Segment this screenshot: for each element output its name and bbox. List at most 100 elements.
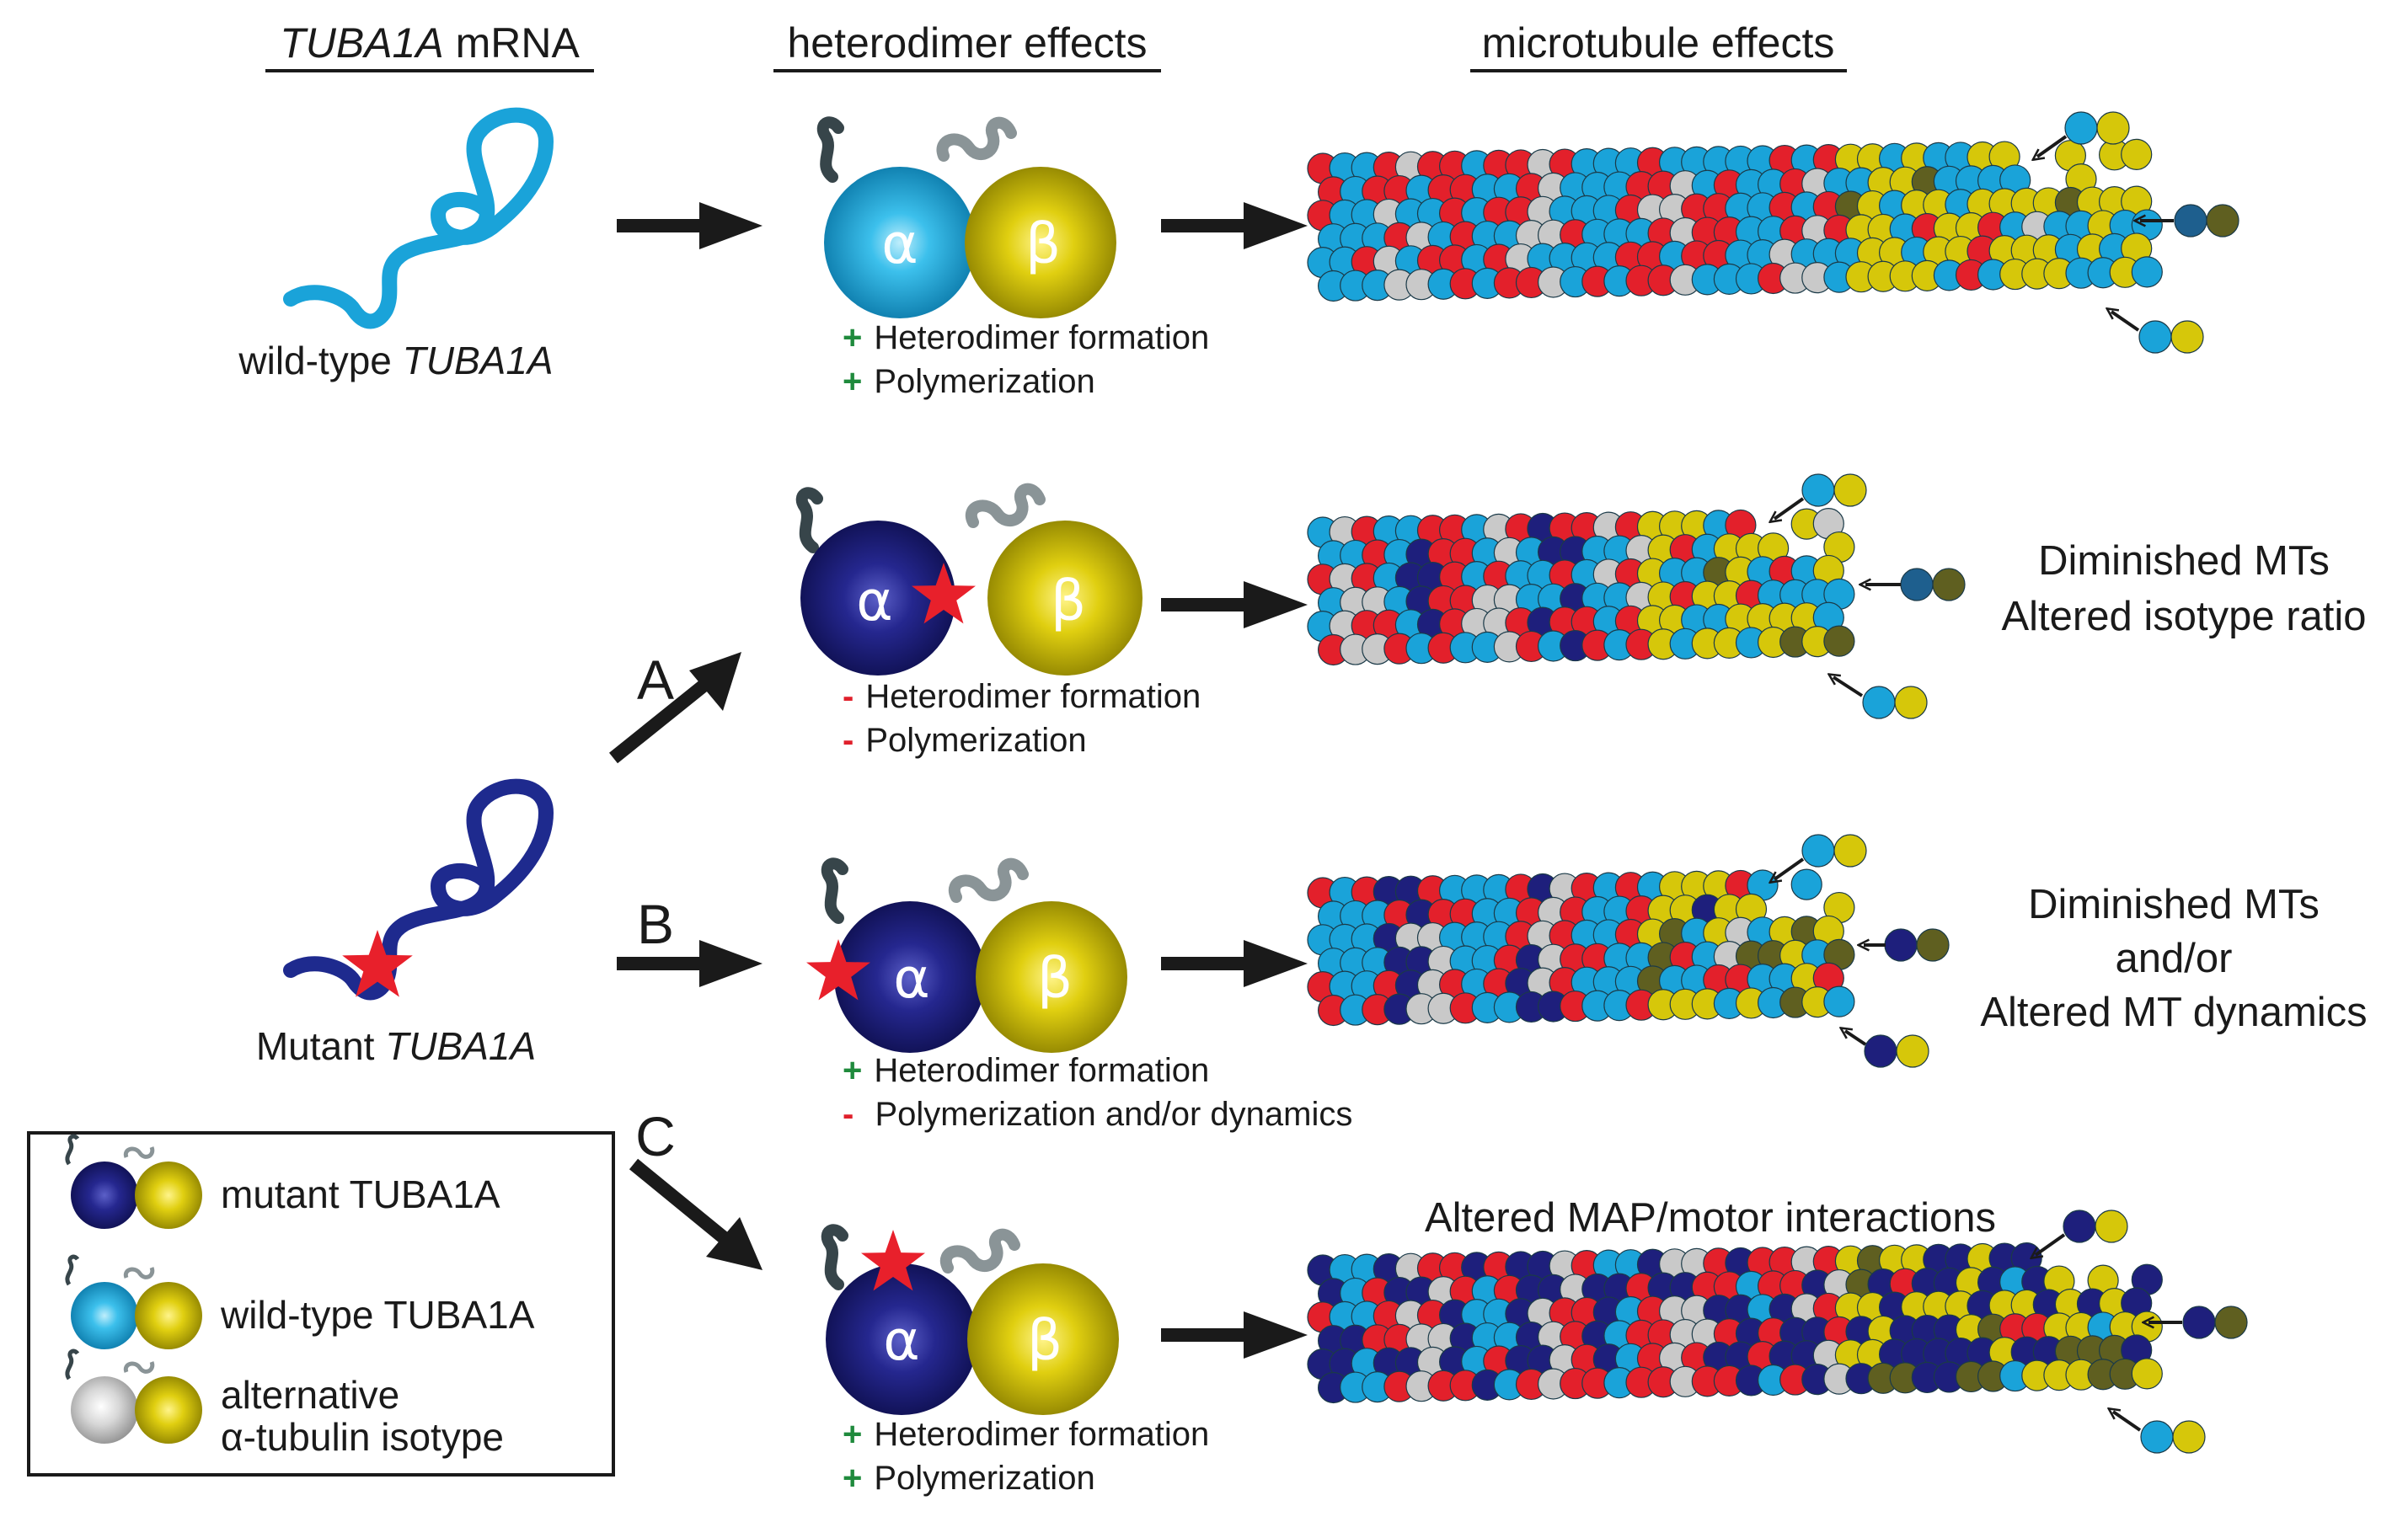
svg-text:- Polymerization and/or dynami: - Polymerization and/or dynamics (843, 1096, 1352, 1133)
svg-text:α: α (893, 946, 930, 1011)
wildtype-alpha-icon (71, 1282, 138, 1349)
column-headers: TUBA1A mRNA heterodimer effects microtub… (265, 19, 1847, 72)
svg-text:+Heterodimer formation: +Heterodimer formation (843, 319, 1209, 356)
incoming-beta (2170, 320, 2204, 354)
svg-text:α: α (883, 1308, 920, 1373)
incoming-alpha (1862, 686, 1896, 719)
beta-tubulin-icon (987, 521, 1142, 676)
beta-tubulin-icon (967, 1263, 1119, 1415)
beta-icon (135, 1282, 202, 1349)
mutant-alpha-tubulin-icon (826, 1263, 977, 1415)
wildtype-mrna-label: wild-type TUBA1A (238, 339, 553, 382)
alpha-tubulin-icon (824, 167, 976, 318)
svg-text:alternative: alternative (221, 1373, 399, 1417)
svg-text:+Heterodimer formation: +Heterodimer formation (843, 1052, 1209, 1089)
svg-text:and/or: and/or (2116, 936, 2233, 981)
plus-sign: + (843, 1416, 862, 1453)
svg-text:+Polymerization: +Polymerization (843, 363, 1095, 400)
pathway-b-label: B (637, 893, 674, 955)
effects-wt: +Heterodimer formation +Polymerization (843, 319, 1209, 400)
legend-mutant: mutant TUBA1A (65, 1134, 500, 1229)
svg-text:α-tubulin isotype: α-tubulin isotype (221, 1415, 504, 1459)
arrow-b-dimer-to-mt (1161, 940, 1308, 987)
mutation-star-icon (342, 930, 413, 997)
minus-sign: - (843, 1096, 854, 1133)
incoming-beta (1916, 928, 1950, 962)
heterodimer-header: heterodimer effects (787, 19, 1147, 67)
flow-arrows (608, 202, 1308, 1359)
incoming-arrow (1845, 1031, 1867, 1046)
mutant-mrna-icon (283, 778, 554, 1001)
mutant-alpha-icon (71, 1162, 138, 1229)
incoming-arrow (1774, 857, 1805, 879)
incoming-alpha (2174, 204, 2207, 238)
plus-sign: + (843, 1052, 862, 1089)
mutant-heterodimer-a: α β (795, 483, 1142, 676)
effects-b: +Heterodimer formation - Polymerization … (843, 1052, 1352, 1133)
pathway-c-label: C (635, 1105, 676, 1167)
arrow-wt-mrna-to-dimer (617, 202, 763, 249)
arrow-c-dimer-to-mt (1161, 1311, 1308, 1359)
svg-text:Diminished MTs: Diminished MTs (2028, 882, 2320, 927)
beta-icon (135, 1376, 202, 1444)
svg-text:+Heterodimer formation: +Heterodimer formation (843, 1416, 1209, 1453)
incoming-alpha (2140, 1420, 2174, 1454)
svg-text:Diminished MTs: Diminished MTs (2038, 538, 2330, 584)
legend-wildtype: wild-type TUBA1A (65, 1254, 535, 1349)
mutation-star-icon (806, 939, 870, 1001)
mutation-star-icon (861, 1230, 925, 1291)
effects-a: -Heterodimer formation -Polymerization (843, 678, 1201, 759)
incoming-arrow (1833, 677, 1864, 697)
svg-text:β: β (1027, 1308, 1062, 1373)
plus-sign: + (843, 363, 862, 400)
arrow-a-dimer-to-mt (1161, 581, 1308, 628)
incoming-beta (1833, 834, 1867, 868)
incoming-arrow (2037, 135, 2068, 157)
svg-text:β: β (1025, 211, 1061, 276)
tubulin-subunit (1823, 625, 1855, 657)
microtubule-pathway-a (1307, 508, 1855, 666)
plus-sign: + (843, 319, 862, 356)
svg-text:α: α (881, 211, 918, 276)
incoming-beta (1932, 568, 1966, 601)
microtubule-pathway-c (1307, 1242, 2163, 1404)
incoming-alpha (2064, 111, 2098, 145)
beta-tubulin-icon (976, 901, 1127, 1053)
beta-tubulin-icon (965, 167, 1116, 318)
results-a: Diminished MTs Altered isotype ratio (2001, 538, 2366, 639)
microtubule-wildtype (1307, 138, 2163, 302)
legend: mutant TUBA1A wild-type TUBA1A alternati… (27, 1131, 615, 1477)
mutation-star-icon (912, 563, 976, 624)
incoming-beta (2095, 1210, 2128, 1243)
incoming-beta (1896, 1034, 1929, 1068)
incoming-dimers (1774, 111, 2248, 1454)
mutant-alpha-tubulin-icon (800, 521, 955, 676)
incoming-beta (2206, 204, 2239, 238)
tubulin-subunit (1790, 868, 1822, 900)
tubulin-subunit (2131, 1358, 2163, 1390)
microtubule-header: microtubule effects (1482, 19, 1835, 67)
mutant-mrna-label: Mutant TUBA1A (256, 1024, 536, 1068)
tubulin-subunit (2131, 256, 2163, 288)
svg-text:wild-type TUBA1A: wild-type TUBA1A (220, 1293, 535, 1337)
incoming-alpha (1884, 928, 1918, 962)
svg-text:Altered MT dynamics: Altered MT dynamics (1980, 990, 2367, 1035)
results-c: Altered MAP/motor interactions (1425, 1195, 1996, 1241)
incoming-arrow (2113, 1412, 2142, 1432)
incoming-alpha (2182, 1306, 2216, 1339)
tubulin-subunit (1823, 985, 1855, 1017)
wildtype-heterodimer: α β (816, 116, 1116, 318)
incoming-beta (2096, 111, 2130, 145)
tubulin-subunit (2121, 138, 2153, 170)
arrow-a-mrna-to-dimer (608, 652, 741, 764)
legend-alternative: alternative α-tubulin isotype (65, 1348, 504, 1459)
mutant-heterodimer-c: α β (821, 1224, 1119, 1415)
minus-sign: - (843, 678, 854, 715)
incoming-beta (2172, 1420, 2206, 1454)
incoming-alpha (1864, 1034, 1897, 1068)
svg-text:Altered isotype ratio: Altered isotype ratio (2001, 594, 2366, 639)
svg-text:mutant TUBA1A: mutant TUBA1A (221, 1172, 500, 1216)
mutant-alpha-tubulin-icon (834, 901, 986, 1053)
svg-text:+Polymerization: +Polymerization (843, 1460, 1095, 1497)
